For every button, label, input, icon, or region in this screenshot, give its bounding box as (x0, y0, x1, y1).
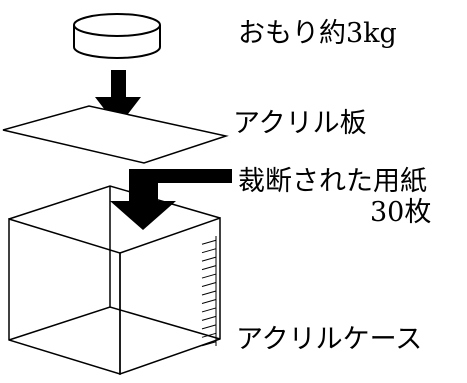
acrylic-case-label: アクリルケース (236, 324, 423, 355)
case-bottom-back-edges (8, 306, 221, 341)
scale-tick (201, 332, 217, 338)
scale-tick (201, 248, 217, 254)
acrylic-plate (2, 105, 229, 164)
arrow-paper-to-case (110, 169, 232, 230)
scale-tick (201, 307, 217, 313)
acrylic-plate-label: アクリル板 (233, 108, 367, 139)
scale-tick (201, 239, 217, 245)
cut-paper-label: 裁断された用紙 (238, 166, 427, 197)
scale-tick (201, 324, 217, 330)
scale-tick (201, 265, 217, 271)
weight-label: おもり約3kg (238, 18, 397, 49)
scale-tick (201, 256, 217, 262)
scale-tick (201, 273, 217, 279)
case-scale (201, 236, 217, 347)
case-front-face (8, 217, 121, 376)
scale-tick (201, 290, 217, 296)
weight-cylinder-top (73, 13, 161, 37)
case-right-face (119, 216, 221, 376)
scale-tick (201, 315, 217, 321)
paper-count-label: 30枚 (370, 197, 432, 228)
arrow-weight-to-plate (95, 70, 141, 127)
scale-tick (201, 298, 217, 304)
weight-cylinder (73, 13, 161, 59)
scale-tick (201, 282, 217, 288)
acrylic-case (8, 185, 221, 376)
scale-tick (201, 341, 217, 347)
